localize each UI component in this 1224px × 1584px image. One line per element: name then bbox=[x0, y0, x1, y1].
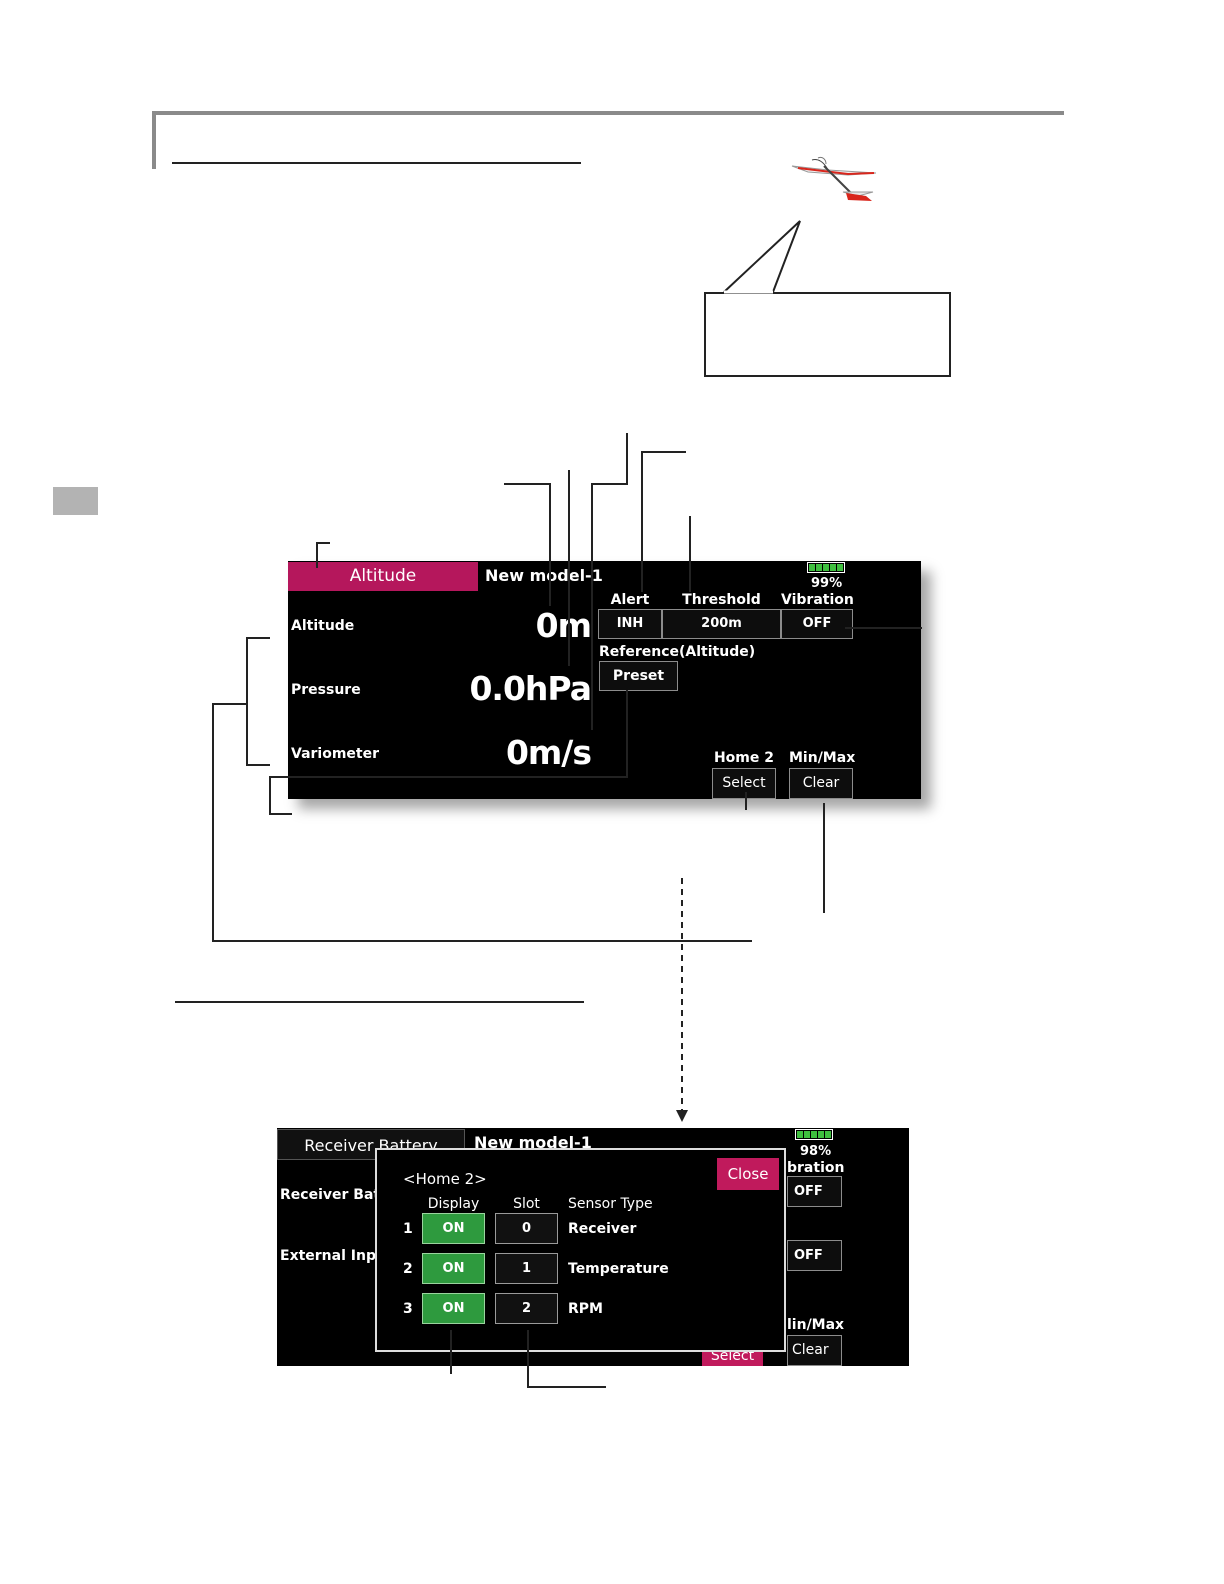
threshold-label: Threshold bbox=[682, 592, 761, 608]
home-label: Home 2 bbox=[713, 750, 775, 766]
sensor-type-3: RPM bbox=[568, 1301, 603, 1317]
glider-icon bbox=[791, 156, 877, 201]
row-number-3: 3 bbox=[403, 1301, 413, 1317]
minmax-clear-button[interactable]: Clear bbox=[789, 768, 853, 799]
section-rule-2 bbox=[175, 1001, 584, 1003]
screen-title-tab: Altitude bbox=[288, 562, 478, 591]
altitude-label: Altitude bbox=[291, 618, 355, 634]
receiver-battery-label: Receiver Batte bbox=[280, 1187, 397, 1203]
close-button[interactable]: Close bbox=[717, 1158, 779, 1190]
select-button-2[interactable]: Select bbox=[702, 1352, 763, 1366]
battery-percent-2: 98% bbox=[800, 1144, 832, 1159]
display-on-button-3[interactable]: ON bbox=[422, 1293, 485, 1324]
display-on-button-1[interactable]: ON bbox=[422, 1213, 485, 1244]
variometer-value: 0m/s bbox=[505, 733, 592, 772]
model-name-2: New model-1 bbox=[474, 1133, 592, 1152]
external-input-label: External Inpu bbox=[280, 1248, 386, 1264]
vibration-label: Vibration bbox=[781, 592, 854, 608]
vibration-button[interactable]: OFF bbox=[781, 609, 853, 639]
battery-icon bbox=[807, 562, 845, 573]
home-popup: <Home 2> Close Display Slot Sensor Type … bbox=[375, 1148, 786, 1352]
display-on-button-2[interactable]: ON bbox=[422, 1253, 485, 1284]
row-number-1: 1 bbox=[403, 1221, 413, 1237]
battery-percent: 99% bbox=[811, 576, 843, 591]
section-rule-1 bbox=[172, 162, 581, 164]
model-name: New model-1 bbox=[485, 566, 603, 585]
minmax-label: Min/Max bbox=[789, 750, 856, 766]
side-tab bbox=[53, 487, 98, 515]
home-settings-screen: Receiver Battery New model-1 98% bration… bbox=[277, 1128, 909, 1366]
display-header: Display bbox=[427, 1196, 480, 1212]
altitude-screen: Altitude New model-1 99% Altitude 0m Pre… bbox=[288, 561, 921, 799]
popup-title: <Home 2> bbox=[403, 1170, 487, 1188]
receiver-battery-tab[interactable]: Receiver Battery bbox=[277, 1129, 465, 1160]
vibration-label-2: bration bbox=[787, 1160, 845, 1176]
vibration-off-2[interactable]: OFF bbox=[787, 1240, 842, 1271]
page-frame-top bbox=[152, 111, 1064, 115]
preset-button[interactable]: Preset bbox=[599, 661, 678, 691]
sensor-type-2: Temperature bbox=[568, 1261, 669, 1277]
vibration-off-1[interactable]: OFF bbox=[787, 1176, 842, 1207]
page-frame-left bbox=[152, 111, 156, 169]
home-select-button[interactable]: Select bbox=[712, 768, 776, 799]
threshold-button[interactable]: 200m bbox=[662, 609, 781, 639]
altitude-value: 0m bbox=[535, 606, 592, 645]
sensor-type-header: Sensor Type bbox=[568, 1196, 653, 1212]
variometer-label: Variometer bbox=[291, 746, 380, 762]
minmax-label-2: lin/Max bbox=[787, 1317, 845, 1333]
clear-button-2[interactable]: Clear bbox=[787, 1335, 842, 1366]
slot-button-2[interactable]: 1 bbox=[495, 1253, 558, 1284]
alert-label: Alert bbox=[610, 592, 650, 608]
callout-box bbox=[704, 292, 951, 377]
reference-label: Reference(Altitude) bbox=[599, 644, 756, 660]
alert-button[interactable]: INH bbox=[598, 609, 662, 639]
row-number-2: 2 bbox=[403, 1261, 413, 1277]
pressure-label: Pressure bbox=[291, 682, 361, 698]
slot-header: Slot bbox=[513, 1196, 540, 1212]
battery-icon-2 bbox=[795, 1129, 833, 1140]
pressure-value: 0.0hPa bbox=[469, 669, 592, 708]
slot-button-1[interactable]: 0 bbox=[495, 1213, 558, 1244]
sensor-type-1: Receiver bbox=[568, 1221, 637, 1237]
slot-button-3[interactable]: 2 bbox=[495, 1293, 558, 1324]
